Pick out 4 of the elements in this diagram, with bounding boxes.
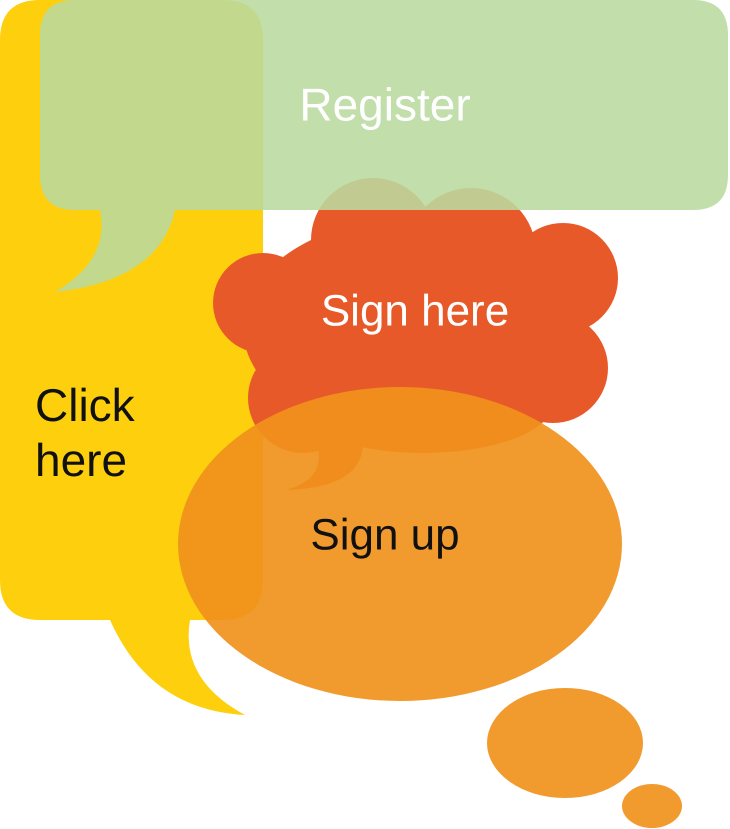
bubble-text: Click here	[35, 378, 136, 488]
bubble-text: Register	[299, 77, 471, 132]
bubble-text: Sign here	[320, 286, 510, 338]
bubble-text: Sign up	[310, 510, 460, 562]
